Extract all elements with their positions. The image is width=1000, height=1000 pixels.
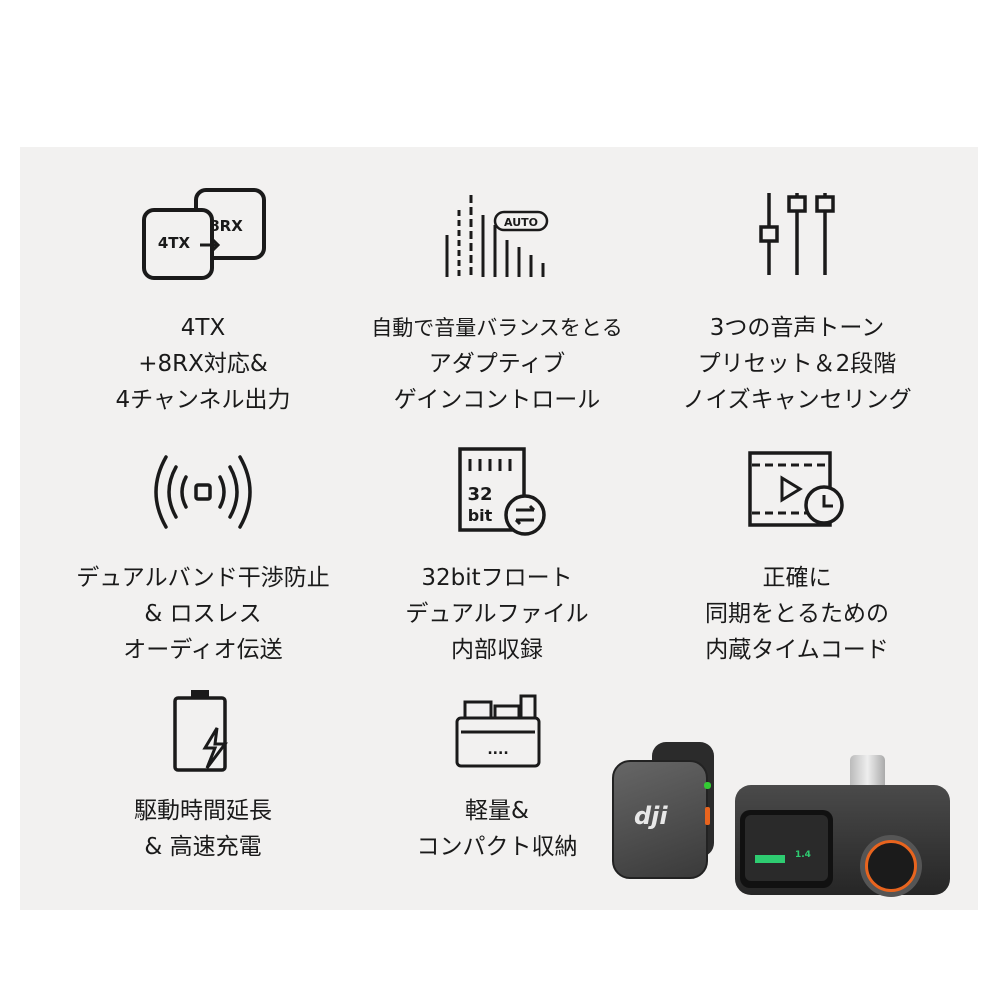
feature-battery: 駆動時間延長 & 高速充電 — [43, 688, 363, 865]
video-timecode-icon — [748, 451, 844, 527]
feature-line: デュアルバンド干渉防止 — [76, 565, 330, 591]
screen-value: 1.4 — [795, 850, 811, 860]
auto-gain-icon: AUTO — [445, 195, 549, 277]
feature-line: デュアルファイル — [405, 601, 589, 627]
feature-line: 駆動時間延長 — [134, 798, 272, 824]
feature-32bit: 32 bit 32bitフロート デュアルファイル 内部収録 — [337, 445, 657, 668]
feature-line: 4チャンネル出力 — [115, 387, 291, 413]
feature-line: オーディオ伝送 — [123, 637, 283, 663]
4tx-8rx-icon: 8RX 4TX — [142, 188, 266, 280]
feature-line: 同期をとるための — [705, 601, 889, 627]
feature-dual-band: デュアルバンド干渉防止 & ロスレス オーディオ伝送 — [43, 445, 363, 668]
feature-line: 正確に — [762, 565, 832, 591]
feature-compact: .... 軽量& コンパクト収納 — [337, 688, 657, 865]
feature-line: 3つの音声トーン — [709, 315, 885, 341]
receiver-image: 1.4 — [735, 755, 960, 915]
feature-line: & ロスレス — [144, 601, 262, 627]
feature-line: ノイズキャンセリング — [682, 387, 912, 413]
feature-adaptive-gain: AUTO 自動で音量バランスをとる アダプティブ ゲインコントロール — [337, 185, 657, 418]
sd-card-32bit-icon: 32 bit — [458, 447, 546, 536]
feature-line: 軽量& — [465, 798, 529, 824]
svg-text:AUTO: AUTO — [504, 216, 538, 229]
feature-line: アダプティブ — [428, 351, 566, 377]
feature-line: 自動で音量バランスをとる — [371, 316, 623, 340]
battery-charging-icon — [173, 690, 228, 772]
feature-line: 内蔵タイムコード — [705, 637, 889, 663]
wireless-signal-icon — [154, 455, 252, 529]
transmitter-image: dji — [612, 742, 722, 879]
feature-4tx: 8RX 4TX 4TX +8RX対応& 4チャンネル出力 — [43, 185, 363, 418]
svg-text:....: .... — [487, 742, 508, 758]
svg-text:4TX: 4TX — [158, 234, 191, 252]
feature-line: 32bitフロート — [421, 565, 573, 591]
feature-timecode: 正確に 同期をとるための 内蔵タイムコード — [637, 445, 957, 668]
charging-case-icon: .... — [455, 694, 541, 768]
feature-line: ゲインコントロール — [393, 387, 601, 413]
feature-line: 内部収録 — [451, 637, 543, 663]
feature-tone-presets: 3つの音声トーン プリセット＆2段階 ノイズキャンセリング — [637, 185, 957, 418]
feature-line: & 高速充電 — [144, 834, 262, 860]
feature-line: プリセット＆2段階 — [697, 351, 897, 377]
svg-text:bit: bit — [468, 506, 493, 525]
equalizer-sliders-icon — [759, 193, 835, 275]
feature-line: コンパクト収納 — [416, 834, 578, 860]
feature-line: 4TX — [180, 315, 226, 341]
feature-line: +8RX対応& — [138, 351, 268, 377]
dji-logo: dji — [634, 802, 668, 830]
svg-text:8RX: 8RX — [209, 217, 243, 235]
svg-text:32: 32 — [467, 484, 492, 505]
